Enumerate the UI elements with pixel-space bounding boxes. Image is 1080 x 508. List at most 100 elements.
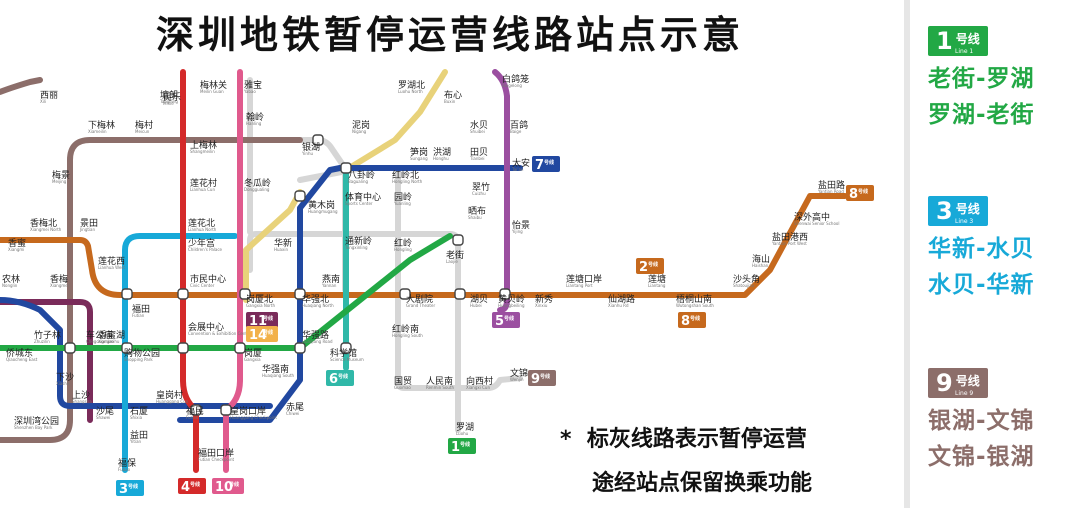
line-1 bbox=[0, 233, 453, 351]
station-label-en: Fubao bbox=[118, 467, 131, 472]
badge-suffix: 号线 bbox=[540, 373, 550, 380]
station-label-en: Children's Palace bbox=[188, 247, 223, 252]
station-label-en: Huaqiang South bbox=[262, 373, 295, 378]
station-label: 黄木岗 bbox=[308, 199, 335, 211]
interchange-marker bbox=[121, 288, 133, 300]
station-label: 福民 bbox=[186, 405, 204, 417]
station-label: 梅景 bbox=[52, 169, 70, 181]
station-label: 太安 bbox=[512, 157, 530, 169]
badge-number: 1 bbox=[451, 440, 460, 455]
interchange-marker bbox=[234, 342, 246, 354]
badge-suffix: 号线 bbox=[544, 159, 554, 166]
station-label: 深圳湾公园 bbox=[14, 415, 59, 427]
station-label-en: Tongxinling bbox=[344, 245, 368, 250]
station-label: 翠竹 bbox=[472, 181, 490, 193]
badge-suffix: 号线 bbox=[128, 483, 138, 490]
station-label-en: Liantang Port bbox=[566, 283, 593, 288]
badge-number: 9 bbox=[531, 372, 540, 387]
station-label: 百鸽 bbox=[510, 119, 528, 131]
station-label-en: Shixia bbox=[130, 415, 143, 420]
station-label-en: Baigelong bbox=[502, 83, 522, 88]
station-label: 笋岗 bbox=[410, 146, 428, 158]
line-1-suffix: 号线 bbox=[955, 32, 980, 46]
line-7-west bbox=[0, 297, 273, 409]
badge-bg bbox=[246, 312, 278, 328]
station-label: 盐田路 bbox=[818, 179, 845, 191]
station-label-en: Xianhu Rd bbox=[608, 303, 629, 308]
station-label-en: Sungang bbox=[410, 156, 428, 161]
badge-number: 6 bbox=[329, 372, 338, 387]
station-label-en: Cuizhu bbox=[472, 191, 486, 196]
line-14-inner bbox=[243, 189, 303, 303]
station-label: 西丽 bbox=[40, 90, 58, 101]
station-label-en: Hongling bbox=[394, 247, 412, 252]
station-label-en: Wutongshan South bbox=[676, 303, 714, 308]
suspension-note: * 标灰线路表示暂停运营 途经站点保留换乘功能 bbox=[560, 418, 812, 506]
line-11 bbox=[0, 299, 93, 423]
line-9-route-a: 银湖-文锦 bbox=[928, 408, 1035, 434]
station-label-en: Gangxia bbox=[244, 357, 261, 362]
station-label-en: Huanggang Cun bbox=[156, 399, 189, 404]
note-line-2: 途经站点保留换乘功能 bbox=[592, 471, 813, 496]
line-3-route-b: 水贝-华新 bbox=[928, 272, 1035, 298]
station-label: 通新岭 bbox=[345, 235, 372, 247]
station-label: 燕南 bbox=[322, 273, 340, 285]
station-label-en: Jingtian bbox=[79, 227, 95, 232]
line-3-suffix: 号线 bbox=[955, 202, 980, 216]
station-label: 白鸽笼 bbox=[502, 73, 529, 85]
station-label: 晒布 bbox=[468, 205, 486, 217]
station-label: 莲花西 bbox=[98, 255, 125, 267]
station-label: 雅宝 bbox=[244, 79, 262, 91]
station-label-en: Xiangxi Cun bbox=[466, 385, 490, 390]
station-label-en: Shaibu bbox=[468, 215, 482, 220]
station-label-en: Donggualing bbox=[244, 187, 270, 192]
station-label: 湖贝 bbox=[470, 294, 488, 305]
station-label: 皇岗村 bbox=[156, 389, 183, 401]
station-label: 沙头角 bbox=[733, 273, 760, 285]
badge-bg bbox=[178, 478, 206, 494]
line-1-route-a: 老街-罗湖 bbox=[928, 66, 1035, 92]
line-1-number: 1 bbox=[936, 27, 953, 55]
station-label: 莲塘 bbox=[648, 273, 666, 285]
station-label-en: Chiwei bbox=[286, 411, 299, 416]
station-label: 少年宫 bbox=[188, 237, 215, 249]
interchange-marker bbox=[499, 288, 511, 300]
station-label: 人民南 bbox=[426, 375, 453, 387]
line-9-number: 9 bbox=[936, 369, 953, 397]
station-label-en: Grand Theater bbox=[406, 303, 435, 308]
interchange-marker bbox=[294, 288, 306, 300]
station-label: 下梅林 bbox=[88, 119, 115, 131]
station-label: 莲花北 bbox=[188, 217, 215, 229]
station-label: 老街 bbox=[446, 249, 464, 261]
station-label-en: Sports Center bbox=[345, 201, 373, 206]
station-label: 皇岗口岸 bbox=[230, 405, 266, 417]
line-14-faded bbox=[343, 69, 448, 173]
badge-suffix: 号线 bbox=[460, 441, 470, 448]
interchange-marker bbox=[177, 288, 189, 300]
station-label-en: Xili bbox=[40, 99, 46, 104]
station-label-en: Laojie bbox=[446, 259, 458, 264]
station-label-en: Nigang bbox=[352, 129, 367, 134]
station-label: 竹子林 bbox=[34, 329, 61, 341]
badge-suffix: 号线 bbox=[648, 261, 658, 268]
interchange-marker bbox=[121, 342, 133, 354]
station-label-en: Futian bbox=[132, 313, 145, 318]
badge-bg bbox=[116, 480, 144, 496]
station-label-en: Xiangmei bbox=[50, 283, 69, 288]
station-label: 科学馆 bbox=[330, 347, 357, 359]
interchange-marker bbox=[190, 404, 202, 416]
station-label: 塘朗 bbox=[160, 89, 178, 101]
station-label: 车公庙 bbox=[86, 329, 113, 341]
station-label: 梧桐山南 bbox=[676, 293, 712, 305]
page-title: 深圳地铁暂停运营线路站点示意 bbox=[155, 13, 744, 57]
